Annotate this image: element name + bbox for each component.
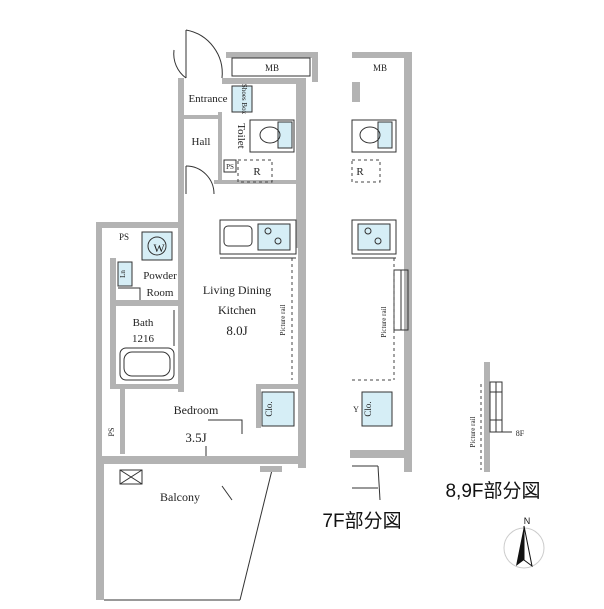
partial-7f-r: R (351, 159, 381, 183)
y-mark-label: Y (353, 405, 359, 414)
bedroom-size-label: 3.5J (185, 430, 206, 445)
ldk-size-label: 8.0J (226, 323, 247, 338)
ldk-label-line1: Living Dining (203, 283, 271, 297)
caption-89f: 8,9F部分図 (445, 480, 540, 502)
ps-bottom-label: PS (107, 428, 116, 437)
powder-label-line1: Powder (143, 270, 177, 282)
picture-rail-label-1: Picture rail (279, 304, 287, 335)
shoes-box-label: Shoes Box (240, 84, 248, 115)
toilet-area: Toilet (235, 119, 295, 153)
r-right-label: R (356, 166, 364, 178)
ln-label: Ln (119, 270, 127, 278)
hall-door (185, 165, 215, 195)
balcony: Balcony (104, 466, 282, 601)
hall-label: Hall (192, 136, 211, 148)
toilet-label: Toilet (235, 123, 247, 149)
powder-room: Powder Room (118, 270, 177, 300)
ps-washer-area: PS W Ln (117, 231, 173, 287)
partial-89f: Picture rail 8F (469, 362, 525, 472)
ps-r-top: PS R (223, 159, 273, 183)
bath-label-line1: Bath (133, 317, 154, 329)
ldk-label-line2: Kitchen (218, 303, 256, 317)
picture-rail-label-3: Picture rail (469, 416, 477, 447)
kitchen-counter (219, 219, 297, 259)
ldk-room: Living Dining Kitchen 8.0J Picture rail (203, 258, 293, 380)
clo-right-label: Clo. (363, 401, 373, 416)
bedroom: Bedroom 3.5J (174, 403, 243, 456)
w-label: W (153, 241, 165, 255)
north-arrow: N (503, 516, 545, 569)
mb-label-left: MB (265, 63, 279, 73)
caption-7f: 7F部分図 (322, 510, 401, 532)
clo-left-label: Clo. (264, 401, 274, 416)
bath-room: Bath 1216 (119, 310, 175, 381)
picture-rail-label-2: Picture rail (380, 306, 388, 337)
partial-7f-walls (350, 52, 412, 472)
powder-label-line2: Room (147, 287, 174, 299)
partial-7f-closet: Y Clo. (353, 391, 393, 427)
north-label: N (524, 516, 531, 526)
bedroom-label: Bedroom (174, 403, 219, 417)
shoes-box: Shoes Box (231, 84, 253, 115)
ps-mid-label: PS (119, 232, 129, 242)
floor-8f-label: 8F (516, 429, 525, 438)
partial-7f-toilet (351, 119, 397, 153)
entrance-label: Entrance (188, 93, 227, 105)
balcony-label: Balcony (160, 490, 200, 504)
mb-label-right: MB (373, 63, 387, 73)
entrance-door (173, 29, 223, 79)
partial-7f-balcony (352, 465, 381, 501)
partial-7f-kitchen (351, 219, 397, 259)
main-plan-walls (96, 52, 318, 600)
ps-top-label: PS (226, 163, 234, 171)
closet-main: Clo. (261, 391, 295, 427)
r-left-label: R (253, 166, 261, 178)
bath-label-line2: 1216 (132, 333, 155, 345)
mb-box-left: MB (231, 57, 311, 77)
